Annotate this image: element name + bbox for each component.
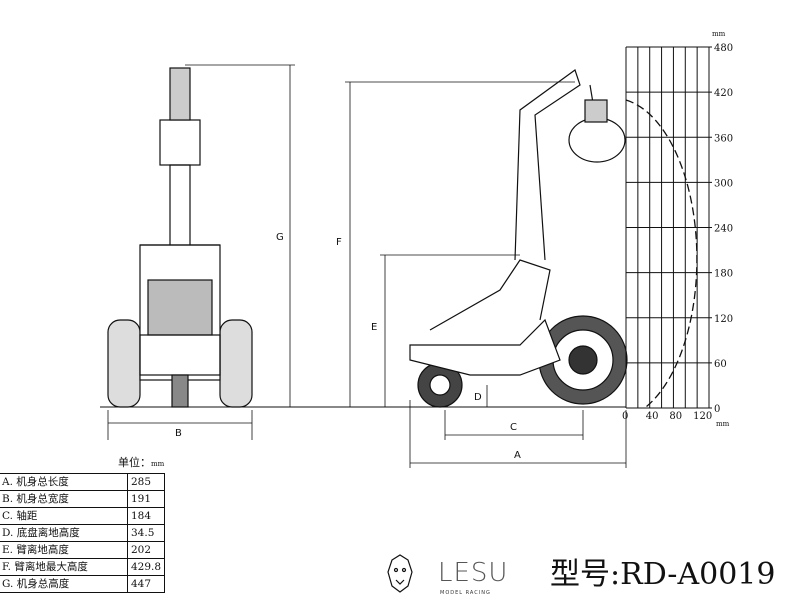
x-tick-label: 40 — [646, 411, 659, 422]
dim-label-b: B — [175, 428, 182, 439]
x-tick-label: 120 — [693, 411, 712, 422]
x-unit-label: mm — [716, 420, 730, 428]
unit-prefix: 单位： — [118, 456, 151, 469]
front-view — [107, 67, 253, 408]
dim-label-e: E — [371, 322, 377, 333]
side-view — [409, 69, 628, 408]
y-tick-label: 300 — [714, 178, 733, 189]
y-tick-label: 120 — [714, 314, 733, 325]
y-tick-label: 420 — [714, 88, 733, 99]
spec-value: 184 — [126, 507, 166, 525]
spec-label: E. 臂离地高度 — [0, 541, 128, 559]
reach-grid: 480 420 360 300 240 180 120 60 0 0 40 80 120 mm mm — [622, 30, 733, 428]
y-tick-label: 60 — [714, 359, 727, 370]
spec-value: 202 — [126, 541, 166, 559]
spec-label: G. 机身总高度 — [0, 575, 128, 593]
spec-value: 285 — [126, 473, 166, 491]
y-unit-label: mm — [712, 30, 726, 38]
x-tick-label: 80 — [669, 411, 682, 422]
spec-label: C. 轴距 — [0, 507, 128, 525]
dim-label-f: F — [336, 237, 342, 248]
y-tick-label: 0 — [714, 404, 720, 415]
unit-value: mm — [151, 460, 165, 468]
y-tick-label: 480 — [714, 43, 733, 54]
brand-tagline: MODEL RACING — [440, 590, 491, 596]
dim-label-a: A — [514, 450, 521, 461]
spec-value: 447 — [126, 575, 166, 593]
spec-label: F. 臂离地最大高度 — [0, 558, 128, 576]
brand-name: LESU — [438, 558, 509, 588]
dim-label-g: G — [276, 232, 284, 243]
reach-arc — [625, 99, 698, 408]
dimension-lines — [107, 64, 627, 468]
unit-label: 单位：mm — [118, 456, 164, 471]
spec-value: 34.5 — [126, 524, 166, 542]
dim-label-d: D — [474, 392, 482, 403]
lion-logo — [387, 554, 413, 593]
y-tick-label: 240 — [714, 224, 733, 235]
y-tick-label: 180 — [714, 269, 733, 280]
spec-label: D. 底盘离地高度 — [0, 524, 128, 542]
model-number: 型号:RD-A0019 — [550, 557, 776, 592]
spec-label: A. 机身总长度 — [0, 473, 128, 491]
y-tick-label: 360 — [714, 133, 733, 144]
dim-label-c: C — [510, 422, 517, 433]
spec-value: 191 — [126, 490, 166, 508]
x-tick-label: 0 — [622, 411, 628, 422]
spec-value: 429.8 — [126, 558, 166, 576]
spec-label: B. 机身总宽度 — [0, 490, 128, 508]
